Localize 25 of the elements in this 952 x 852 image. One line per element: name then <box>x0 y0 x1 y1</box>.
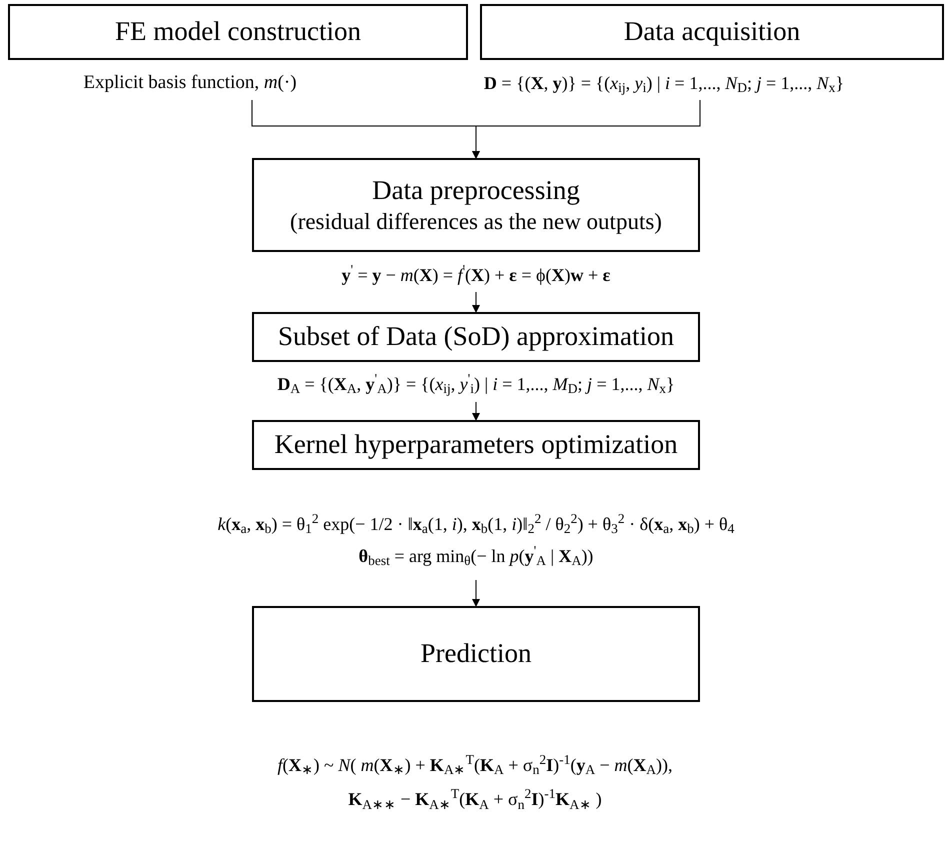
box-title: Kernel hyperparameters optimization <box>274 428 678 462</box>
arrow <box>472 100 700 159</box>
formula: D = {(X, y)} = {(x$_{ij}$, y$_{i}$) | i = 1,..., N$_{D}$; j = 1,..., N$_{x}$} <box>484 72 844 98</box>
process-box <box>252 312 700 362</box>
box-title: FE model construction <box>115 15 361 48</box>
process-box <box>8 4 468 60</box>
formula: θ$_{best}$ = arg min$_{θ}$(− ln p(y$^{'}$$_{A}$ | X$_{A}$)) <box>358 542 594 570</box>
formula: f(X$_{∗}$) ~ N( m(X$_{∗}$) + K$_{A∗}$$^{T}$(K$_{A}$ + σ$_{n}$$^{2}$I)$^{-1}$(y$_{A}$ − m(X$_{A}$)), <box>278 751 672 780</box>
note-text: Explicit basis function, m(·) <box>83 71 297 95</box>
box-title: Data preprocessing <box>372 174 580 207</box>
process-box <box>252 420 700 470</box>
arrow <box>472 580 480 607</box>
arrow <box>472 292 480 313</box>
process-box <box>252 606 700 702</box>
box-title: Data acquisition <box>624 15 800 48</box>
arrow <box>472 402 480 421</box>
formula: K$_{A∗∗}$ − K$_{A∗}$$^{T}$(K$_{A}$ + σ$_{n}$$^{2}$I)$^{-1}$K$_{A∗}$ ) <box>348 785 602 814</box>
formula: y$^{'}$ = y − m(X) = f$^{'}$(X) + ε = ϕ(X)w + ε <box>342 261 610 287</box>
process-box <box>480 4 944 60</box>
box-subtitle: (residual differences as the new outputs) <box>290 208 662 236</box>
formula: D$_{A}$ = {(X$_{A}$, y$^{'}$$_{A}$)} = {(x$_{ij}$, y$^{'}$$_{i}$) | i = 1,..., M$_{D}$; j = 1,..., N$_{x}$} <box>277 370 675 398</box>
formula: k(x$_{a}$, x$_{b}$) = θ$_{1}$$^{2}$ exp(− 1/2 · ‖x$_{a}$(1, i), x$_{b}$(1, i)‖$_{2}$$^{2}$ / θ$_{2}$$^{2}$) + θ$_{3}$$^{2}$ · δ(x$_{a}$, x$_{b}$) + θ$_{4}$ <box>218 510 734 538</box>
box-title: Subset of Data (SoD) approximation <box>278 320 674 354</box>
box-title: Prediction <box>420 637 532 670</box>
process-box <box>252 158 700 252</box>
